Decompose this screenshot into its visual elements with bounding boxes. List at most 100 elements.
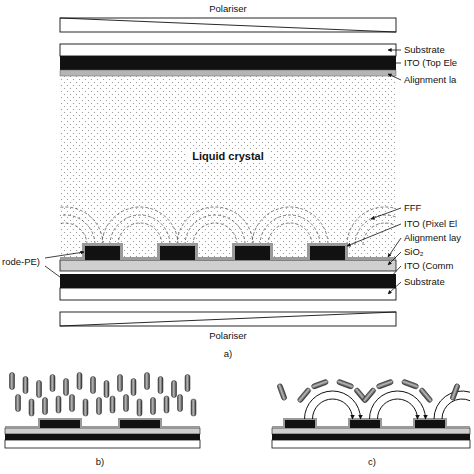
- part-label: Alignment lay: [404, 233, 461, 244]
- substrate: [5, 440, 200, 448]
- part-label: Polariser: [209, 331, 247, 342]
- alignment-layer: [272, 419, 470, 427]
- lc-molecule: [172, 381, 177, 398]
- lc-molecule: [37, 381, 42, 398]
- lc-molecule: [104, 381, 109, 398]
- ito-common-electrode: [272, 434, 470, 440]
- part-label: rode-PE): [2, 257, 40, 268]
- sio2-layer: [5, 428, 200, 434]
- lc-molecule: [297, 387, 312, 403]
- pixel-electrode: [160, 246, 195, 260]
- lc-molecule: [83, 399, 88, 416]
- lc-molecule: [164, 396, 169, 413]
- ito-common-electrode: [60, 274, 396, 288]
- polariser: [60, 312, 396, 326]
- alignment-layer: [60, 70, 396, 76]
- lc-molecule: [110, 396, 115, 413]
- pixel-electrode: [40, 420, 80, 428]
- lc-molecule: [277, 383, 288, 401]
- part-label: Alignment la: [404, 75, 456, 86]
- lc-molecule: [131, 379, 136, 396]
- lc-molecule: [151, 398, 156, 415]
- lc-molecule: [118, 375, 123, 392]
- substrate: [60, 44, 396, 56]
- alignment-layer: [60, 245, 396, 259]
- field-line: [185, 215, 245, 245]
- lc-molecule: [64, 379, 69, 396]
- alignment-layer: [5, 419, 200, 427]
- field-line: [193, 223, 237, 245]
- field-arrow: [370, 391, 426, 419]
- lc-molecule: [158, 377, 163, 394]
- part-label: ITO (Comm: [404, 261, 453, 272]
- lc-molecule: [401, 379, 419, 390]
- field-arrow: [305, 391, 361, 419]
- pixel-electrode: [310, 246, 345, 260]
- ito-top-electrode: [60, 56, 396, 70]
- panel-letter: c): [368, 457, 376, 468]
- ito-common-electrode: [5, 434, 200, 440]
- fringe-field-lines: [60, 207, 396, 245]
- lc-molecule: [56, 396, 61, 413]
- part-label: Substrate: [404, 45, 445, 56]
- part-label: FFF: [404, 203, 421, 214]
- panel-b-illustration: [5, 373, 200, 449]
- panel-letter: b): [96, 457, 104, 468]
- lc-molecule: [336, 379, 354, 390]
- part-label: Substrate: [404, 277, 445, 288]
- lc-molecule: [450, 383, 461, 401]
- lc-molecule: [23, 377, 28, 394]
- panel-c-illustration: [272, 379, 470, 448]
- part-label: ITO (Top Ele: [404, 58, 457, 69]
- field-line: [60, 207, 103, 245]
- field-line: [60, 223, 87, 245]
- field-line: [60, 215, 95, 245]
- field-line: [347, 207, 396, 245]
- lc-molecule: [362, 387, 377, 403]
- polariser: [60, 18, 396, 32]
- lc-molecule: [124, 395, 129, 412]
- lc-molecule: [418, 387, 433, 403]
- field-line: [102, 207, 178, 245]
- sio2-layer: [60, 260, 396, 271]
- lc-molecule: [311, 379, 329, 390]
- liquid-crystal-band: Liquid crystal: [60, 76, 396, 236]
- field-line: [363, 223, 396, 245]
- field-line: [177, 207, 253, 245]
- pixel-electrode: [235, 246, 270, 260]
- field-line: [268, 223, 312, 245]
- lc-molecule: [16, 395, 21, 412]
- part-label: SiO₂: [404, 247, 424, 258]
- lc-molecule: [70, 395, 75, 412]
- sio2-layer: [272, 428, 470, 434]
- pixel-electrode: [85, 246, 120, 260]
- lc-molecule: [29, 399, 34, 416]
- lc-molecule: [97, 398, 102, 415]
- substrate: [272, 440, 470, 448]
- field-line: [118, 223, 162, 245]
- lc-molecule: [185, 375, 190, 392]
- part-label: Polariser: [209, 4, 247, 15]
- field-arrow: [313, 399, 353, 419]
- field-line: [252, 207, 328, 245]
- lc-molecule: [178, 395, 183, 412]
- leader-lines: [45, 50, 401, 294]
- part-label: ITO (Pixel El: [404, 219, 457, 230]
- lc-molecule: [137, 399, 142, 416]
- lc-molecule: [145, 373, 150, 390]
- region-label: Liquid crystal: [187, 149, 269, 163]
- liquid-crystal-region: [60, 76, 396, 260]
- lc-molecule: [191, 399, 196, 416]
- lc-molecule: [91, 377, 96, 394]
- lc-molecule: [50, 375, 55, 392]
- lc-molecule: [10, 373, 15, 390]
- pixel-electrode: [120, 420, 160, 428]
- pixel-electrode: [350, 420, 380, 428]
- pixel-electrode: [415, 420, 445, 428]
- field-arrow: [378, 399, 418, 419]
- lc-molecule: [77, 373, 82, 390]
- lc-molecule: [376, 379, 394, 390]
- lc-molecule: [43, 398, 48, 415]
